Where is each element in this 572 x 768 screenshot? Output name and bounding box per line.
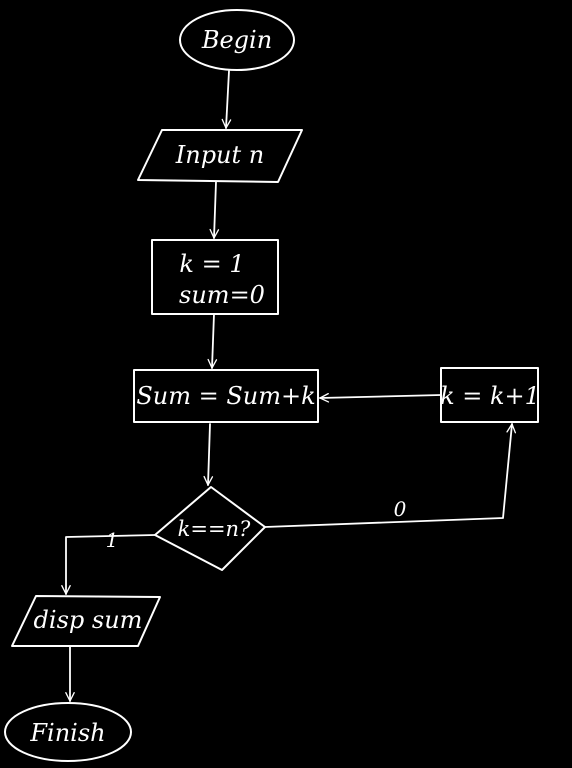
arrow-init-to-accumulate bbox=[212, 313, 214, 368]
finish-node: Finish bbox=[4, 702, 132, 762]
finish-node-shape bbox=[4, 702, 132, 762]
display-node: disp sum bbox=[11, 595, 161, 647]
arrow-decision-no-to-increment bbox=[264, 424, 512, 528]
accumulate-node-shape bbox=[133, 369, 319, 423]
arrow-accumulate-to-decision bbox=[208, 423, 210, 485]
edge-label-yes: 1 bbox=[106, 528, 119, 552]
accumulate-node-label: Sum = Sum+k bbox=[136, 382, 315, 410]
display-node-shape bbox=[11, 595, 161, 647]
edge-label-no: 0 bbox=[394, 497, 407, 521]
increment-node: k = k+1 bbox=[440, 367, 540, 423]
init-node: k = 1 sum=0 bbox=[151, 239, 279, 315]
arrow-input-to-init bbox=[214, 181, 216, 238]
display-node-label: disp sum bbox=[34, 606, 143, 634]
arrow-increment-to-accumulate bbox=[320, 395, 442, 398]
finish-node-label: Finish bbox=[29, 719, 105, 747]
decision-node-label: k==n? bbox=[178, 517, 251, 541]
input-node-shape bbox=[137, 129, 303, 183]
input-node-label: Input n bbox=[175, 141, 265, 169]
increment-node-label: k = k+1 bbox=[440, 382, 540, 410]
begin-node-label: Begin bbox=[201, 26, 272, 54]
input-node: Input n bbox=[137, 129, 303, 183]
decision-node: k==n? bbox=[154, 486, 266, 571]
init-k-label: k = 1 bbox=[179, 250, 244, 278]
arrow-decision-yes-to-display bbox=[66, 534, 156, 595]
init-sum-label: sum=0 bbox=[179, 281, 265, 309]
accumulate-node: Sum = Sum+k bbox=[133, 369, 319, 423]
init-node-shape bbox=[151, 239, 279, 315]
arrow-begin-to-input bbox=[226, 70, 229, 128]
begin-node-shape bbox=[179, 9, 295, 71]
decision-node-shape bbox=[154, 486, 266, 571]
begin-node: Begin bbox=[179, 9, 295, 71]
